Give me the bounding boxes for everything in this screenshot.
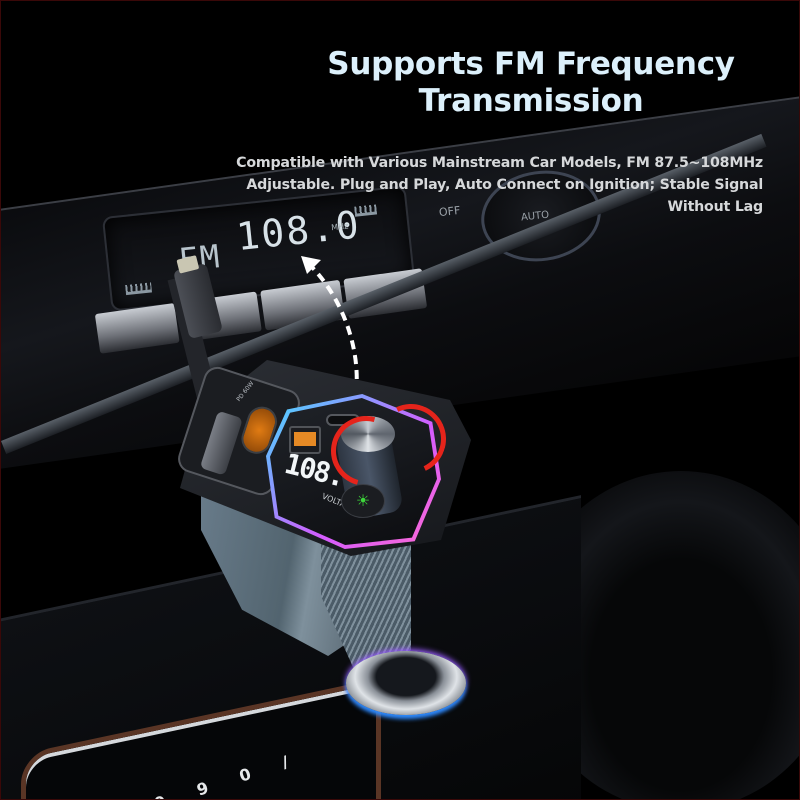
feature-description: Compatible with Various Mainstream Car M… bbox=[183, 152, 763, 218]
port-label: PD 60W bbox=[235, 380, 256, 404]
radio-unit: MHz bbox=[330, 221, 349, 233]
usb-a-port bbox=[289, 426, 321, 454]
tuning-knob-cap bbox=[341, 416, 395, 452]
signal-bars-icon bbox=[125, 282, 153, 296]
usb-c-plug bbox=[199, 410, 244, 476]
description-line-2: Adjustable. Plug and Play, Auto Connect … bbox=[246, 177, 763, 193]
fm-transmitter-device: PD 60W 108.0 VOLTAGE ☀ bbox=[167, 262, 471, 686]
headline: Supports FM Frequency Transmission bbox=[301, 46, 761, 120]
description-line-3: Without Lag bbox=[667, 199, 763, 215]
headline-line-1: Supports FM Frequency bbox=[327, 46, 735, 82]
light-bulb-icon: ☀ bbox=[341, 484, 385, 518]
cigarette-plug-ring bbox=[346, 651, 466, 715]
description-line-1: Compatible with Various Mainstream Car M… bbox=[236, 155, 763, 171]
dashed-arrow-icon bbox=[301, 256, 359, 395]
headline-line-2: Transmission bbox=[418, 83, 644, 119]
